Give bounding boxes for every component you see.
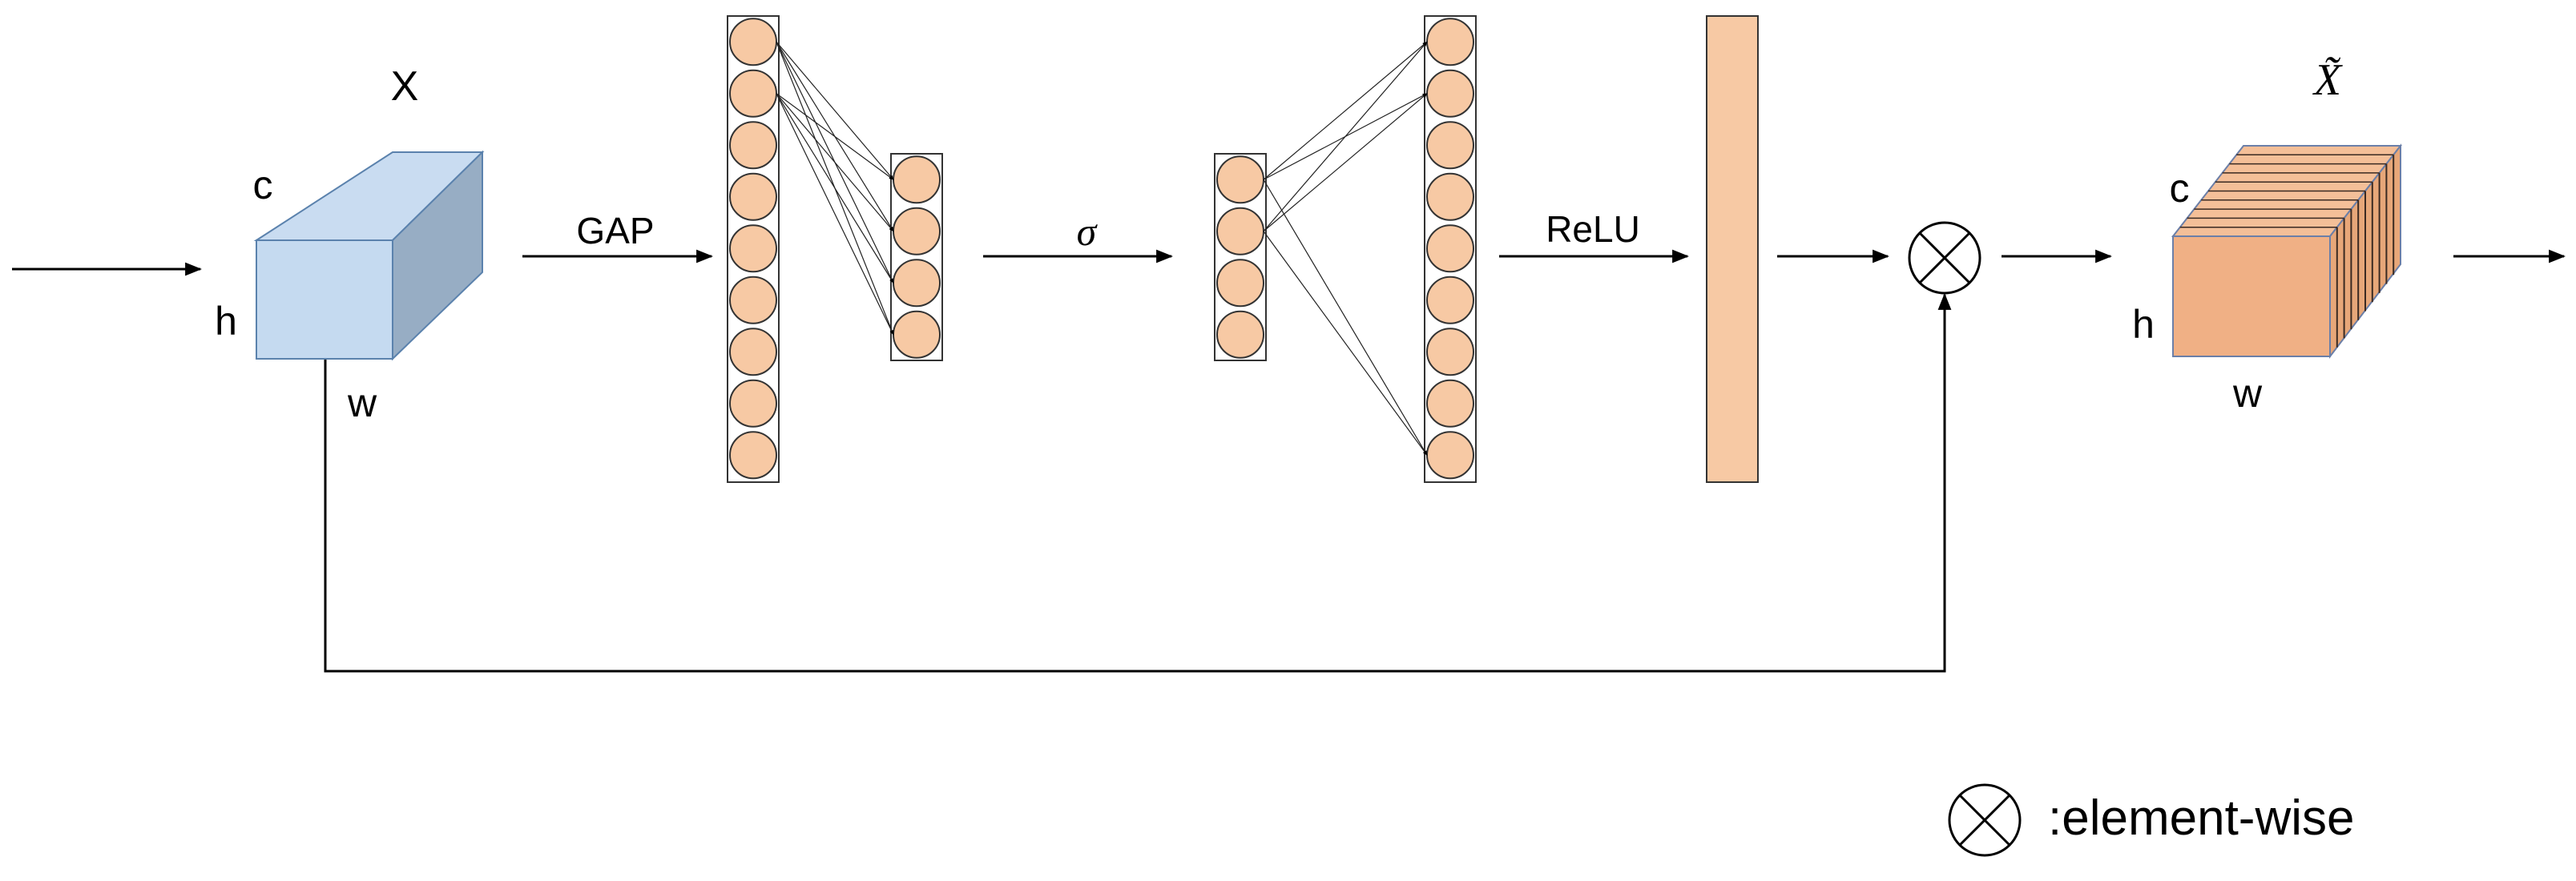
- input-tensor-x: [253, 150, 485, 361]
- fc2-output-node: [1426, 276, 1474, 324]
- fc1-input-node: [729, 69, 777, 118]
- fc1-hidden-node: [893, 207, 941, 255]
- fc1-input-column: [727, 15, 780, 483]
- fc2-input-node: [1216, 259, 1264, 308]
- fc2-output-node: [1426, 379, 1474, 428]
- fc2-connection: [1263, 41, 1428, 180]
- gap-label: GAP: [576, 210, 654, 251]
- fc1-input-node: [729, 172, 777, 221]
- fc2-output-nodes: [1426, 18, 1474, 480]
- fc2-output-node: [1426, 328, 1474, 376]
- legend-text: :element-wise: [2048, 790, 2354, 846]
- input-tensor-name: X: [391, 63, 419, 110]
- fc2-connection: [1263, 93, 1428, 232]
- fc2-output-node: [1426, 172, 1474, 221]
- legend: :element-wise: [1948, 783, 2354, 857]
- output-tensor-x-tilde: [2171, 143, 2403, 359]
- input-tensor-front-face: [256, 239, 393, 360]
- fc1-input-node: [729, 379, 777, 428]
- fc2-connection: [1263, 179, 1428, 456]
- fc2-input-node: [1216, 310, 1264, 359]
- fc1-input-node: [729, 18, 777, 66]
- fc1-hidden-node: [893, 259, 941, 308]
- fc1-input-node: [729, 121, 777, 170]
- output-tensor-name: X̃: [2312, 55, 2344, 105]
- input-dim-w: w: [347, 380, 377, 425]
- fc2-connections: [1263, 41, 1428, 456]
- output-tensor-front-face: [2172, 235, 2331, 357]
- fc2-connection: [1263, 231, 1428, 456]
- attention-weight-bar: [1706, 15, 1759, 483]
- fc1-input-node: [729, 328, 777, 376]
- input-dim-c: c: [253, 163, 273, 207]
- fc1-connection: [776, 93, 894, 180]
- fc2-output-node: [1426, 431, 1474, 480]
- fc2-output-node: [1426, 121, 1474, 170]
- sigma-label: σ: [1077, 209, 1099, 254]
- output-dim-c: c: [2170, 166, 2190, 211]
- output-tensor-channel-stripes: [2179, 154, 2395, 348]
- fc2-output-node: [1426, 18, 1474, 66]
- fc2-output-node: [1426, 224, 1474, 273]
- fc1-hidden-column: [890, 153, 943, 361]
- fc1-connection: [776, 41, 894, 180]
- legend-multiply-icon: [1948, 783, 2022, 857]
- fc2-output-column: [1424, 15, 1477, 483]
- fc1-connection: [776, 93, 894, 336]
- fc1-input-node: [729, 276, 777, 324]
- multiply-operator-icon: [1908, 221, 1981, 295]
- fc2-input-nodes: [1216, 155, 1264, 359]
- output-dim-w: w: [2232, 371, 2263, 416]
- fc1-hidden-node: [893, 310, 941, 359]
- skip-connection-line: [324, 292, 1952, 673]
- fc1-hidden-node: [893, 155, 941, 204]
- fc1-connections: [776, 41, 894, 336]
- fc1-hidden-nodes: [893, 155, 941, 359]
- output-dim-h: h: [2132, 302, 2155, 347]
- fc1-input-nodes: [729, 18, 777, 480]
- fc2-connection: [1263, 41, 1428, 232]
- fc1-connection: [776, 93, 894, 232]
- fc1-connection: [776, 93, 894, 284]
- fc2-input-node: [1216, 207, 1264, 255]
- fc1-input-node: [729, 431, 777, 480]
- input-dim-h: h: [215, 299, 237, 344]
- relu-label: ReLU: [1546, 208, 1640, 250]
- fc2-output-node: [1426, 69, 1474, 118]
- fc2-input-column: [1214, 153, 1267, 361]
- fc2-input-node: [1216, 155, 1264, 204]
- fc1-input-node: [729, 224, 777, 273]
